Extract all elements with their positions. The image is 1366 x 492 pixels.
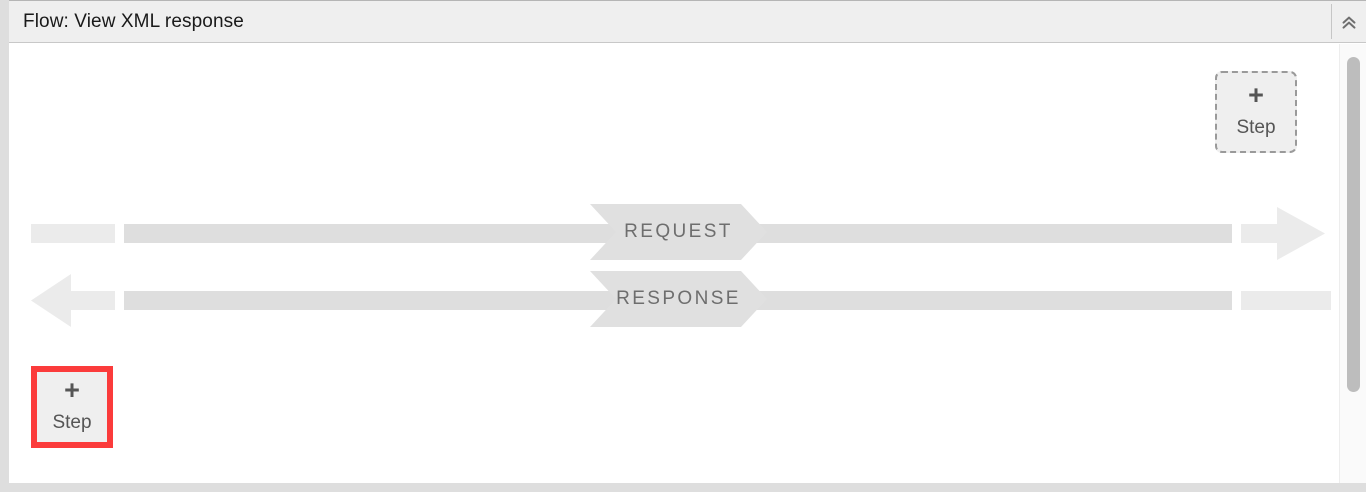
response-banner: RESPONSE bbox=[590, 271, 767, 327]
flow-canvas[interactable]: + Step REQUEST RESPONSE + Step bbox=[9, 44, 1339, 483]
header-divider bbox=[1331, 4, 1332, 39]
response-lane: RESPONSE bbox=[9, 270, 1339, 332]
request-lane: REQUEST bbox=[9, 202, 1339, 264]
request-tail-left bbox=[31, 224, 115, 243]
request-banner-label: REQUEST bbox=[624, 221, 733, 242]
response-tail-right bbox=[1241, 291, 1331, 310]
vertical-scrollbar-thumb[interactable] bbox=[1347, 57, 1360, 392]
chevron-double-up-icon bbox=[1340, 14, 1358, 32]
request-arrowhead-right bbox=[1277, 207, 1325, 260]
plus-icon: + bbox=[64, 375, 80, 405]
response-banner-label: RESPONSE bbox=[616, 288, 741, 309]
add-step-label: Step bbox=[52, 412, 92, 433]
plus-icon: + bbox=[1248, 80, 1264, 110]
add-step-label: Step bbox=[1236, 117, 1276, 138]
vertical-scrollbar-track[interactable] bbox=[1339, 44, 1366, 483]
collapse-panel-button[interactable] bbox=[1332, 1, 1366, 44]
request-banner: REQUEST bbox=[590, 204, 767, 260]
add-step-button-bottom-left[interactable]: + Step bbox=[31, 366, 113, 448]
page-title: Flow: View XML response bbox=[23, 10, 244, 32]
add-step-button-top-right[interactable]: + Step bbox=[1215, 71, 1297, 153]
flow-header: Flow: View XML response bbox=[9, 0, 1366, 43]
response-arrowhead-left bbox=[31, 274, 71, 327]
response-tail-left bbox=[67, 291, 115, 310]
